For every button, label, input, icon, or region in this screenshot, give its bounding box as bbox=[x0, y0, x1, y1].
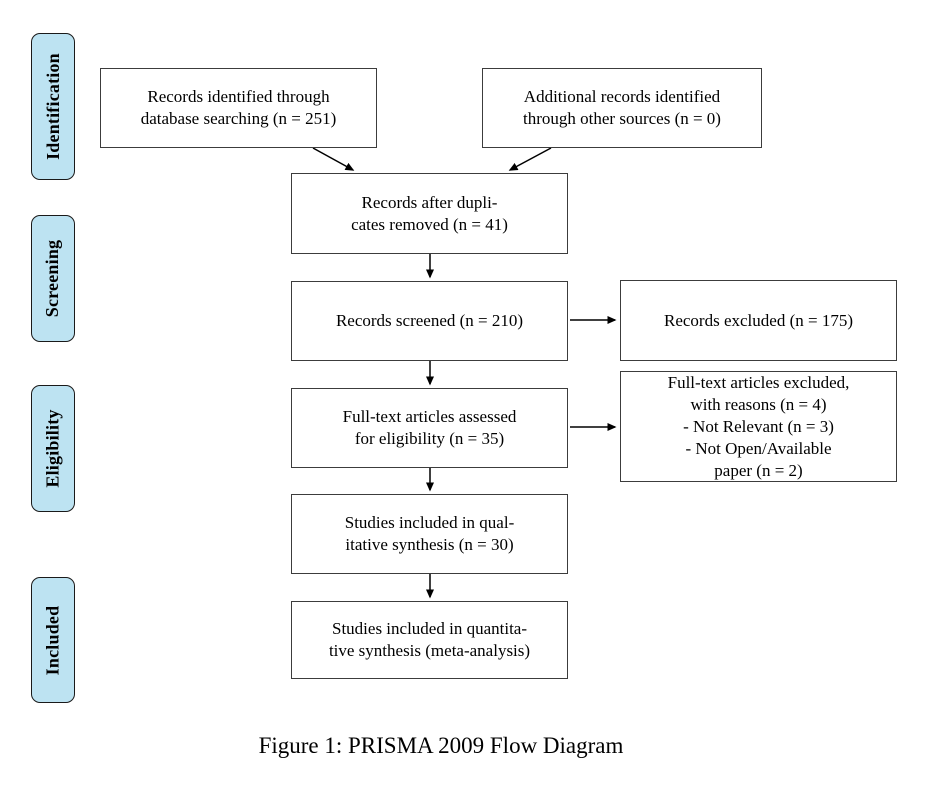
box-additional-records: Additional records identified through ot… bbox=[482, 68, 762, 148]
stage-label-screening: Screening bbox=[31, 215, 75, 342]
stage-label-screening-text: Screening bbox=[42, 239, 63, 318]
box-quantitative-synthesis: Studies included in quantita- tive synth… bbox=[291, 601, 568, 679]
box-additional-records-text: Additional records identified through ot… bbox=[523, 87, 721, 128]
stage-label-eligibility-text: Eligibility bbox=[42, 409, 63, 488]
arrow-identified-to-dedup bbox=[312, 147, 355, 171]
stage-label-identification: Identification bbox=[31, 33, 75, 180]
box-records-screened-text: Records screened (n = 210) bbox=[335, 311, 524, 330]
stage-label-included: Included bbox=[31, 577, 75, 703]
box-fulltext-excluded-text: Full-text articles excluded, with reason… bbox=[667, 372, 850, 480]
box-records-identified: Records identified through database sear… bbox=[100, 68, 377, 148]
box-fulltext-excluded: Full-text articles excluded, with reason… bbox=[620, 371, 897, 482]
box-qualitative-synthesis: Studies included in qual- itative synthe… bbox=[291, 494, 568, 574]
box-quantitative-synthesis-text: Studies included in quantita- tive synth… bbox=[328, 619, 531, 660]
box-fulltext-assessed: Full-text articles assessed for eligibil… bbox=[291, 388, 568, 468]
box-records-identified-text: Records identified through database sear… bbox=[140, 87, 337, 128]
box-duplicates-removed: Records after dupli- cates removed (n = … bbox=[291, 173, 568, 254]
box-duplicates-removed-text: Records after dupli- cates removed (n = … bbox=[351, 192, 508, 234]
box-fulltext-assessed-text: Full-text articles assessed for eligibil… bbox=[342, 407, 517, 448]
figure-caption: Figure 1: PRISMA 2009 Flow Diagram bbox=[258, 733, 624, 758]
stage-label-included-text: Included bbox=[42, 605, 63, 675]
stage-label-identification-text: Identification bbox=[42, 53, 63, 160]
arrow-additional-to-dedup bbox=[508, 147, 552, 171]
box-records-screened: Records screened (n = 210) bbox=[291, 281, 568, 361]
stage-label-eligibility: Eligibility bbox=[31, 385, 75, 512]
box-records-excluded: Records excluded (n = 175) bbox=[620, 280, 897, 361]
box-records-excluded-text: Records excluded (n = 175) bbox=[664, 310, 853, 330]
box-qualitative-synthesis-text: Studies included in qual- itative synthe… bbox=[344, 513, 515, 554]
